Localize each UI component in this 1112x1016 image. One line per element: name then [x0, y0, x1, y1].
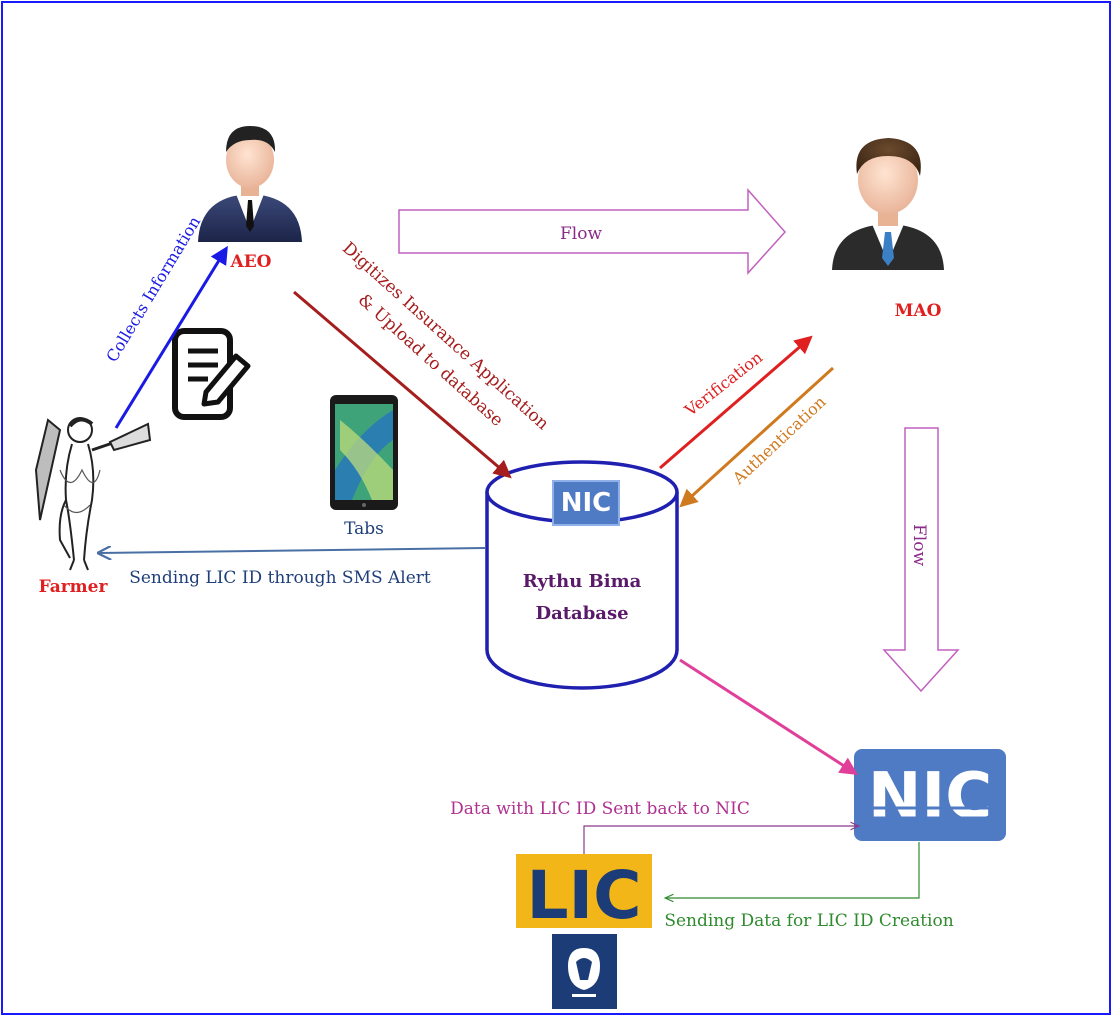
authentication-label: Authentication	[728, 392, 829, 488]
farmer-label: Farmer	[39, 577, 109, 597]
nic-logo: NIC	[854, 749, 1006, 841]
mao-label: MAO	[895, 301, 942, 321]
nic-to-lic-arrow	[666, 842, 920, 898]
sending-data-label: Sending Data for LIC ID Creation	[664, 911, 953, 931]
lic-to-nic-arrow	[583, 826, 858, 854]
data-sent-back-label: Data with LIC ID Sent back to NIC	[450, 799, 750, 819]
collects-info-arrow	[114, 245, 228, 429]
nic-logo-text: NIC	[868, 760, 992, 834]
lic-logo: LIC	[516, 854, 652, 934]
digitizes-upload-arrow	[293, 290, 512, 479]
aeo-label: AEO	[230, 252, 272, 272]
sms-alert-arrow	[100, 548, 486, 553]
database-label-line1: Rythu Bima	[523, 571, 642, 592]
flow-right-arrow	[398, 188, 787, 275]
aeo-person-icon	[198, 126, 302, 242]
database-label-line2: Database	[535, 603, 628, 624]
database-to-nic-arrow	[679, 658, 859, 775]
sms-alert-label: Sending LIC ID through SMS Alert	[129, 568, 431, 588]
lic-logo-text: LIC	[526, 857, 641, 934]
verification-label: Verification	[680, 348, 766, 421]
tabs-label: Tabs	[344, 519, 384, 539]
flow-down-arrow	[882, 427, 960, 693]
authentication-arrow	[679, 366, 835, 508]
flow-down-label: Flow	[909, 524, 929, 566]
farmer-figure-icon	[34, 417, 152, 571]
database-badge-text: NIC	[561, 488, 612, 518]
application-form-icon	[172, 328, 251, 420]
database-nic-badge: NIC	[552, 480, 620, 526]
verification-arrow	[659, 335, 813, 470]
lic-emblem-icon	[552, 934, 617, 1009]
mao-person-icon	[832, 138, 944, 270]
flow-right-label: Flow	[560, 224, 602, 244]
tablet-icon	[330, 395, 398, 510]
